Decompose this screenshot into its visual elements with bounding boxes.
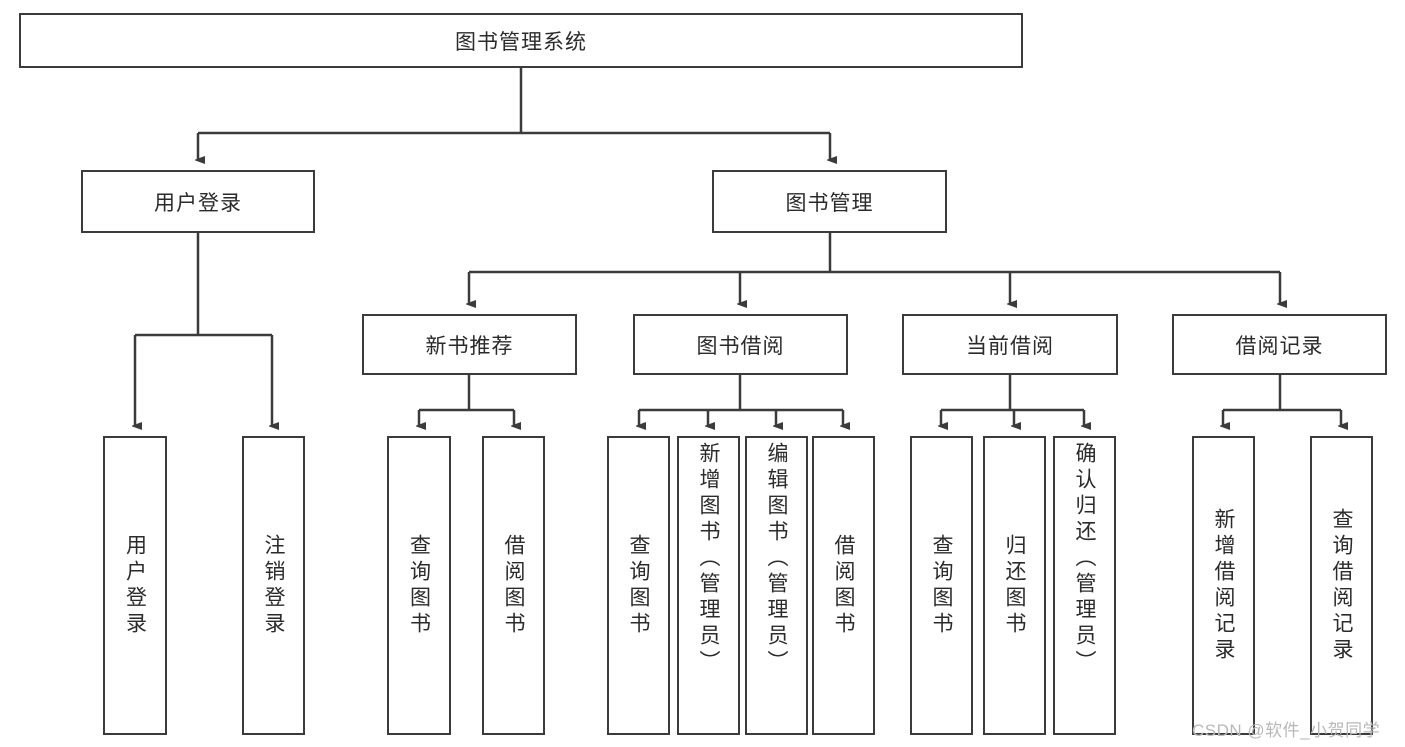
leaf-user-login[interactable]: 用户登录 (103, 436, 167, 735)
node-label: 用户登录 (123, 533, 147, 638)
leaf-return-book[interactable]: 归还图书 (983, 436, 1046, 735)
leaf-add-book-admin[interactable]: 新增图书（管理员） (677, 436, 740, 735)
node-book-borrow[interactable]: 图书借阅 (633, 314, 848, 375)
node-label: 图书管理系统 (455, 30, 587, 54)
node-label: 图书借阅 (696, 334, 785, 358)
node-new-book-recommend[interactable]: 新书推荐 (362, 314, 577, 375)
node-label: 新增借阅记录 (1212, 507, 1235, 664)
node-label: 借阅图书 (502, 533, 525, 638)
csdn-watermark: CSDN @软件_小贺同学 (1192, 721, 1381, 740)
node-borrow-record[interactable]: 借阅记录 (1172, 314, 1387, 375)
node-label: 查询图书 (407, 533, 431, 638)
node-label: 查询图书 (627, 533, 650, 638)
node-label: 查询借阅记录 (1330, 507, 1353, 664)
leaf-query-book-borrow[interactable]: 查询图书 (607, 436, 670, 735)
node-label: 编辑图书（管理员） (765, 442, 788, 676)
node-label: 确认归还（管理员） (1073, 442, 1096, 676)
node-book-management[interactable]: 图书管理 (712, 170, 947, 233)
node-label: 新书推荐 (425, 334, 514, 358)
node-label: 归还图书 (1003, 533, 1026, 638)
node-user-login[interactable]: 用户登录 (81, 170, 315, 233)
leaf-query-book-current[interactable]: 查询图书 (910, 436, 973, 735)
node-label: 当前借阅 (966, 334, 1054, 358)
node-label: 新增图书（管理员） (697, 442, 720, 676)
leaf-edit-book-admin[interactable]: 编辑图书（管理员） (745, 436, 808, 735)
node-current-borrow[interactable]: 当前借阅 (902, 314, 1118, 375)
leaf-query-borrow-record[interactable]: 查询借阅记录 (1310, 436, 1373, 735)
node-label: 借阅图书 (832, 533, 855, 638)
leaf-confirm-return-admin[interactable]: 确认归还（管理员） (1053, 436, 1116, 735)
node-label: 用户登录 (154, 191, 242, 215)
node-label: 借阅记录 (1235, 334, 1324, 358)
node-root[interactable]: 图书管理系统 (19, 13, 1023, 68)
node-label: 查询图书 (930, 533, 953, 638)
node-label: 注销登录 (262, 533, 285, 638)
leaf-logout[interactable]: 注销登录 (242, 436, 305, 735)
leaf-borrow-book-recommend[interactable]: 借阅图书 (482, 436, 545, 735)
node-label: 图书管理 (785, 191, 874, 215)
leaf-add-borrow-record[interactable]: 新增借阅记录 (1192, 436, 1255, 735)
leaf-query-book-recommend[interactable]: 查询图书 (387, 436, 451, 735)
leaf-borrow-book[interactable]: 借阅图书 (812, 436, 875, 735)
